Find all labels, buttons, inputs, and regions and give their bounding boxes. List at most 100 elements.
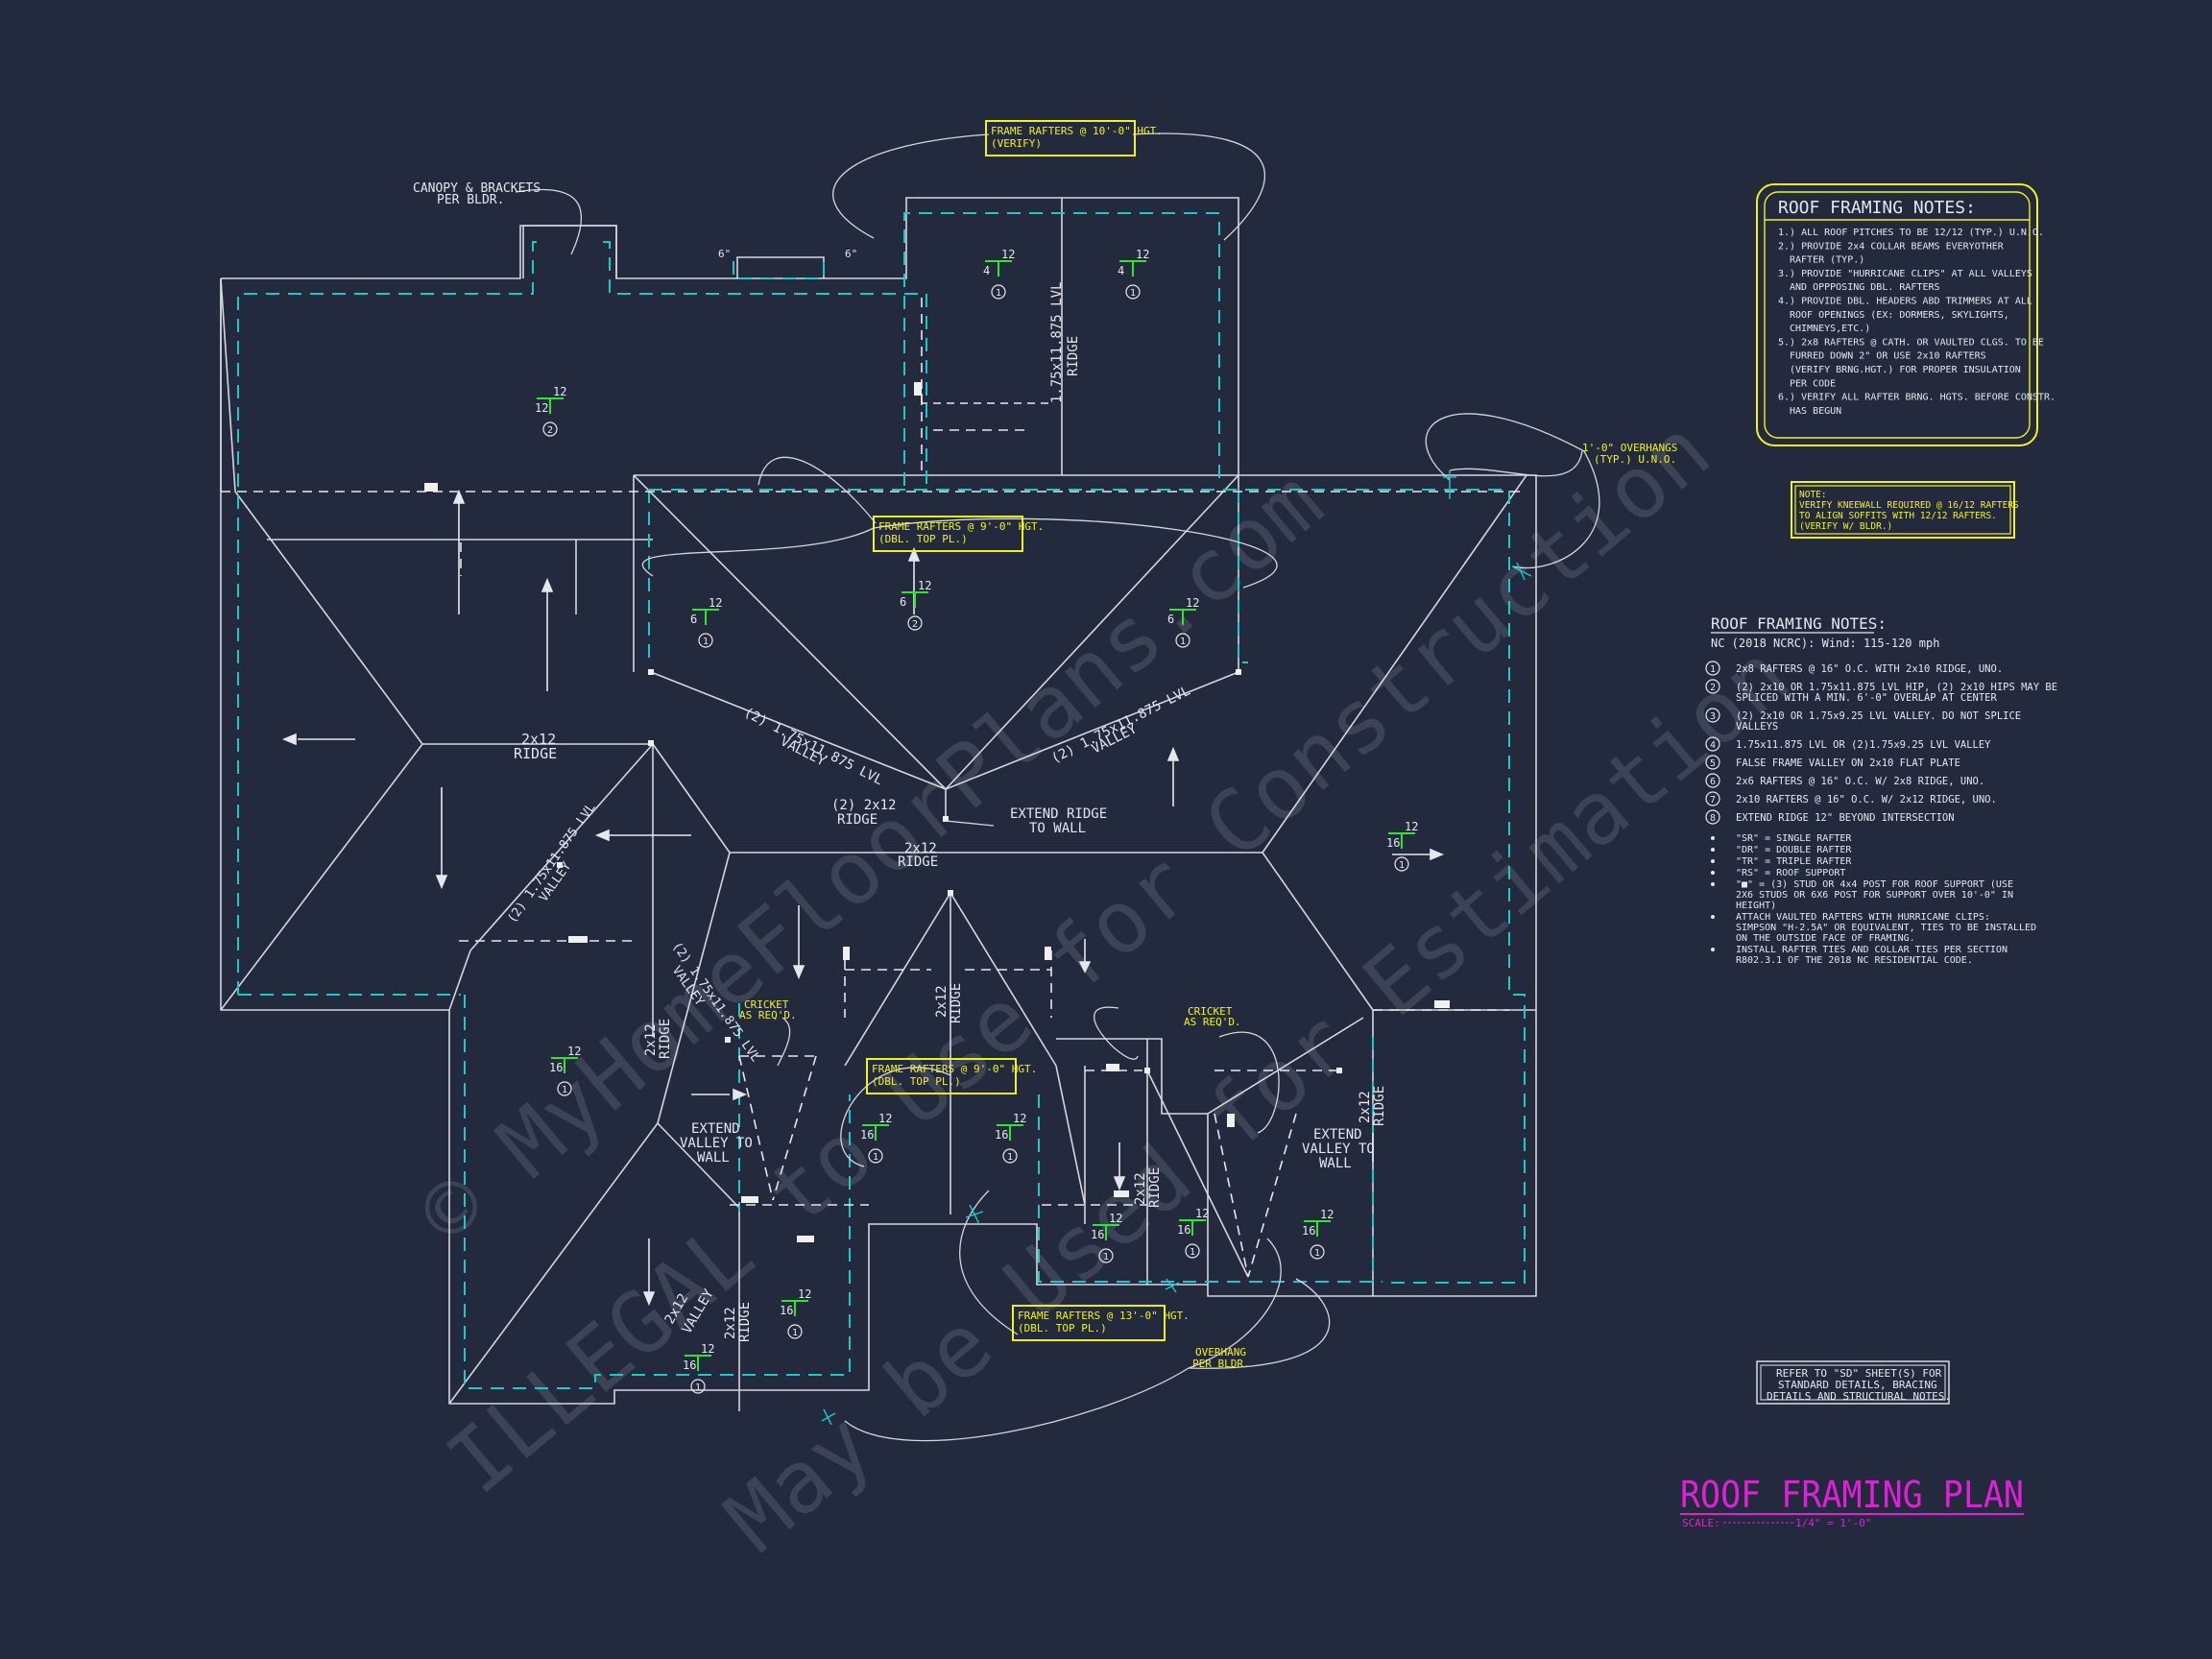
extend-ridge-2: TO WALL [1029, 821, 1086, 836]
pitch-note-number: 1 [1399, 860, 1405, 871]
bullet-text: ATTACH VAULTED RAFTERS WITH HURRICANE CL… [1736, 912, 1990, 923]
pitch-run: 6 [900, 595, 906, 609]
pitch-note-circle [690, 1379, 706, 1394]
roof-framing-legend: ROOF FRAMING NOTES: NC (2018 NCRC): Wind… [1705, 614, 2057, 966]
frame-rafters-boxes: FRAME RAFTERS @ 10'-0" HGT. (VERIFY) FRA… [866, 120, 1190, 1341]
bullet-dot [1711, 848, 1715, 852]
legend-number-circle [1705, 773, 1720, 788]
bullet-text: 2X6 STUDS OR 6X6 POST FOR SUPPORT OVER 1… [1736, 890, 2013, 901]
notes-box-item: HAS BEGUN [1790, 406, 1841, 417]
extend-valley-right-2: VALLEY TO [1302, 1142, 1375, 1157]
pitch-note-number: 1 [996, 288, 1001, 299]
lvl-ridge-label-1: 1.75x11.875 LVL [1049, 282, 1065, 403]
ridge-left-1: 2x12 [521, 731, 556, 748]
legend-number-circle [1705, 791, 1720, 806]
legend-number: 3 [1710, 711, 1716, 722]
ridge-left-2: RIDGE [514, 745, 557, 762]
legend-title: ROOF FRAMING NOTES: [1711, 614, 1887, 633]
bullet-dot [1711, 836, 1715, 840]
wall-lines [237, 212, 1526, 1389]
extend-valley-right-1: EXTEND [1313, 1127, 1362, 1142]
legend-bullet: "DR" = DOUBLE RAFTER [1711, 845, 1852, 855]
notes-box-item: FURRED DOWN 2" OR USE 2x10 RAFTERS [1790, 351, 1986, 362]
pitch-note-number: 1 [1130, 288, 1136, 299]
notes-box-item: 2.) PROVIDE 2x4 COLLAR BEAMS EVERYOTHER [1778, 241, 2005, 252]
extend-valley-right-3: WALL [1319, 1156, 1352, 1171]
refer-line-1: REFER TO "SD" SHEET(S) FOR [1776, 1367, 1942, 1380]
pitch-note-circle [907, 615, 923, 631]
cricket-left-2: AS REQ'D. [739, 1009, 797, 1022]
pitch-rise: 12 [1186, 596, 1199, 610]
bullet-text: INSTALL RAFTER TIES AND COLLAR TIES PER … [1736, 945, 2008, 955]
legend-number-circle [1705, 755, 1720, 770]
canopy-label-2: PER BLDR. [437, 193, 504, 207]
cricket-right-1: CRICKET [1188, 1005, 1233, 1018]
bullet-dot [1711, 882, 1715, 886]
extend-valley-left-3: WALL [697, 1150, 730, 1166]
bullet-text: "SR" = SINGLE RAFTER [1736, 833, 1852, 844]
ridge-vert-b1: 2x12 [934, 985, 950, 1018]
intersection-dots [557, 669, 1342, 1073]
bullet-dot [1711, 948, 1715, 951]
frame-9a-line2: (DBL. TOP PL.) [878, 533, 968, 545]
frame-13-line1: FRAME RAFTERS @ 13'-0" HGT. [1018, 1310, 1190, 1322]
legend-bullet: "SR" = SINGLE RAFTER [1711, 833, 1852, 844]
scale-label: SCALE: [1682, 1517, 1720, 1529]
bullet-text: "TR" = TRIPLE RAFTER [1736, 856, 1852, 867]
ridge-vert-e1: 2x12 [723, 1307, 738, 1339]
legend-number-circle [1705, 661, 1720, 676]
notes-box-item: 6.) VERIFY ALL RAFTER BRNG. HGTS. BEFORE… [1778, 393, 2056, 403]
ridge-vert-d1: 2x12 [1358, 1091, 1373, 1123]
bullet-text: "■" = (3) STUD OR 4x4 POST FOR ROOF SUPP… [1736, 879, 2013, 890]
bullet-text: HEIGHT) [1736, 901, 1776, 911]
legend-text: (2) 2x10 OR 1.75x9.25 LVL VALLEY. DO NOT… [1736, 710, 2021, 722]
pitch-rise: 12 [1013, 1112, 1026, 1125]
title-block: ROOF FRAMING PLAN SCALE: 1/4" = 1'-0" [1680, 1474, 2024, 1529]
frame-9b-line2: (DBL. TOP PL.) [872, 1075, 961, 1088]
extend-valley-left-2: VALLEY TO [680, 1136, 753, 1151]
leader-lines [515, 132, 1600, 1442]
bullet-dot [1711, 859, 1715, 863]
pitch-note-circle [698, 633, 713, 648]
legend-number: 8 [1710, 813, 1716, 824]
pitch-note-number: 2 [912, 619, 918, 630]
pitch-note-circle [1098, 1248, 1114, 1263]
pitch-note-circle [557, 1081, 572, 1096]
overhang-per-bldr-1: OVERHANG [1195, 1346, 1246, 1358]
extend-valley-left-1: EXTEND [691, 1121, 740, 1137]
pitch-rise: 12 [1136, 248, 1149, 261]
pitch-rise: 12 [1109, 1212, 1122, 1225]
notes-box-item: RAFTER (TYP.) [1790, 255, 1864, 266]
pitch-rise: 12 [1195, 1207, 1209, 1220]
cricket-left-1: CRICKET [744, 998, 789, 1011]
pitch-run: 6 [1167, 613, 1174, 626]
pitch-note-circle [991, 284, 1006, 300]
dim-left: 6" [718, 248, 731, 260]
pitch-rise: 12 [709, 596, 722, 610]
ridge-vert-e2: RIDGE [737, 1302, 753, 1342]
pitch-note-circle [1002, 1148, 1018, 1164]
pitch-run: 4 [983, 264, 990, 277]
legend-text: 2x8 RAFTERS @ 16" O.C. WITH 2x10 RIDGE, … [1736, 663, 2003, 675]
legend-bullet: "RS" = ROOF SUPPORT [1711, 868, 1845, 878]
pitch-rise: 12 [1405, 820, 1418, 833]
pitch-note-number: 1 [792, 1328, 798, 1338]
bullet-dot [1711, 871, 1715, 875]
frame-9a-line1: FRAME RAFTERS @ 9'-0" HGT. [878, 520, 1044, 533]
legend-text: VALLEYS [1736, 721, 1778, 733]
pitch-note-number: 1 [703, 637, 709, 647]
pitch-rise: 12 [798, 1287, 811, 1301]
lvl-valley-sw-1: (2) 1.75x11.875 LVL [505, 801, 599, 926]
pitch-rise: 12 [1320, 1208, 1334, 1221]
